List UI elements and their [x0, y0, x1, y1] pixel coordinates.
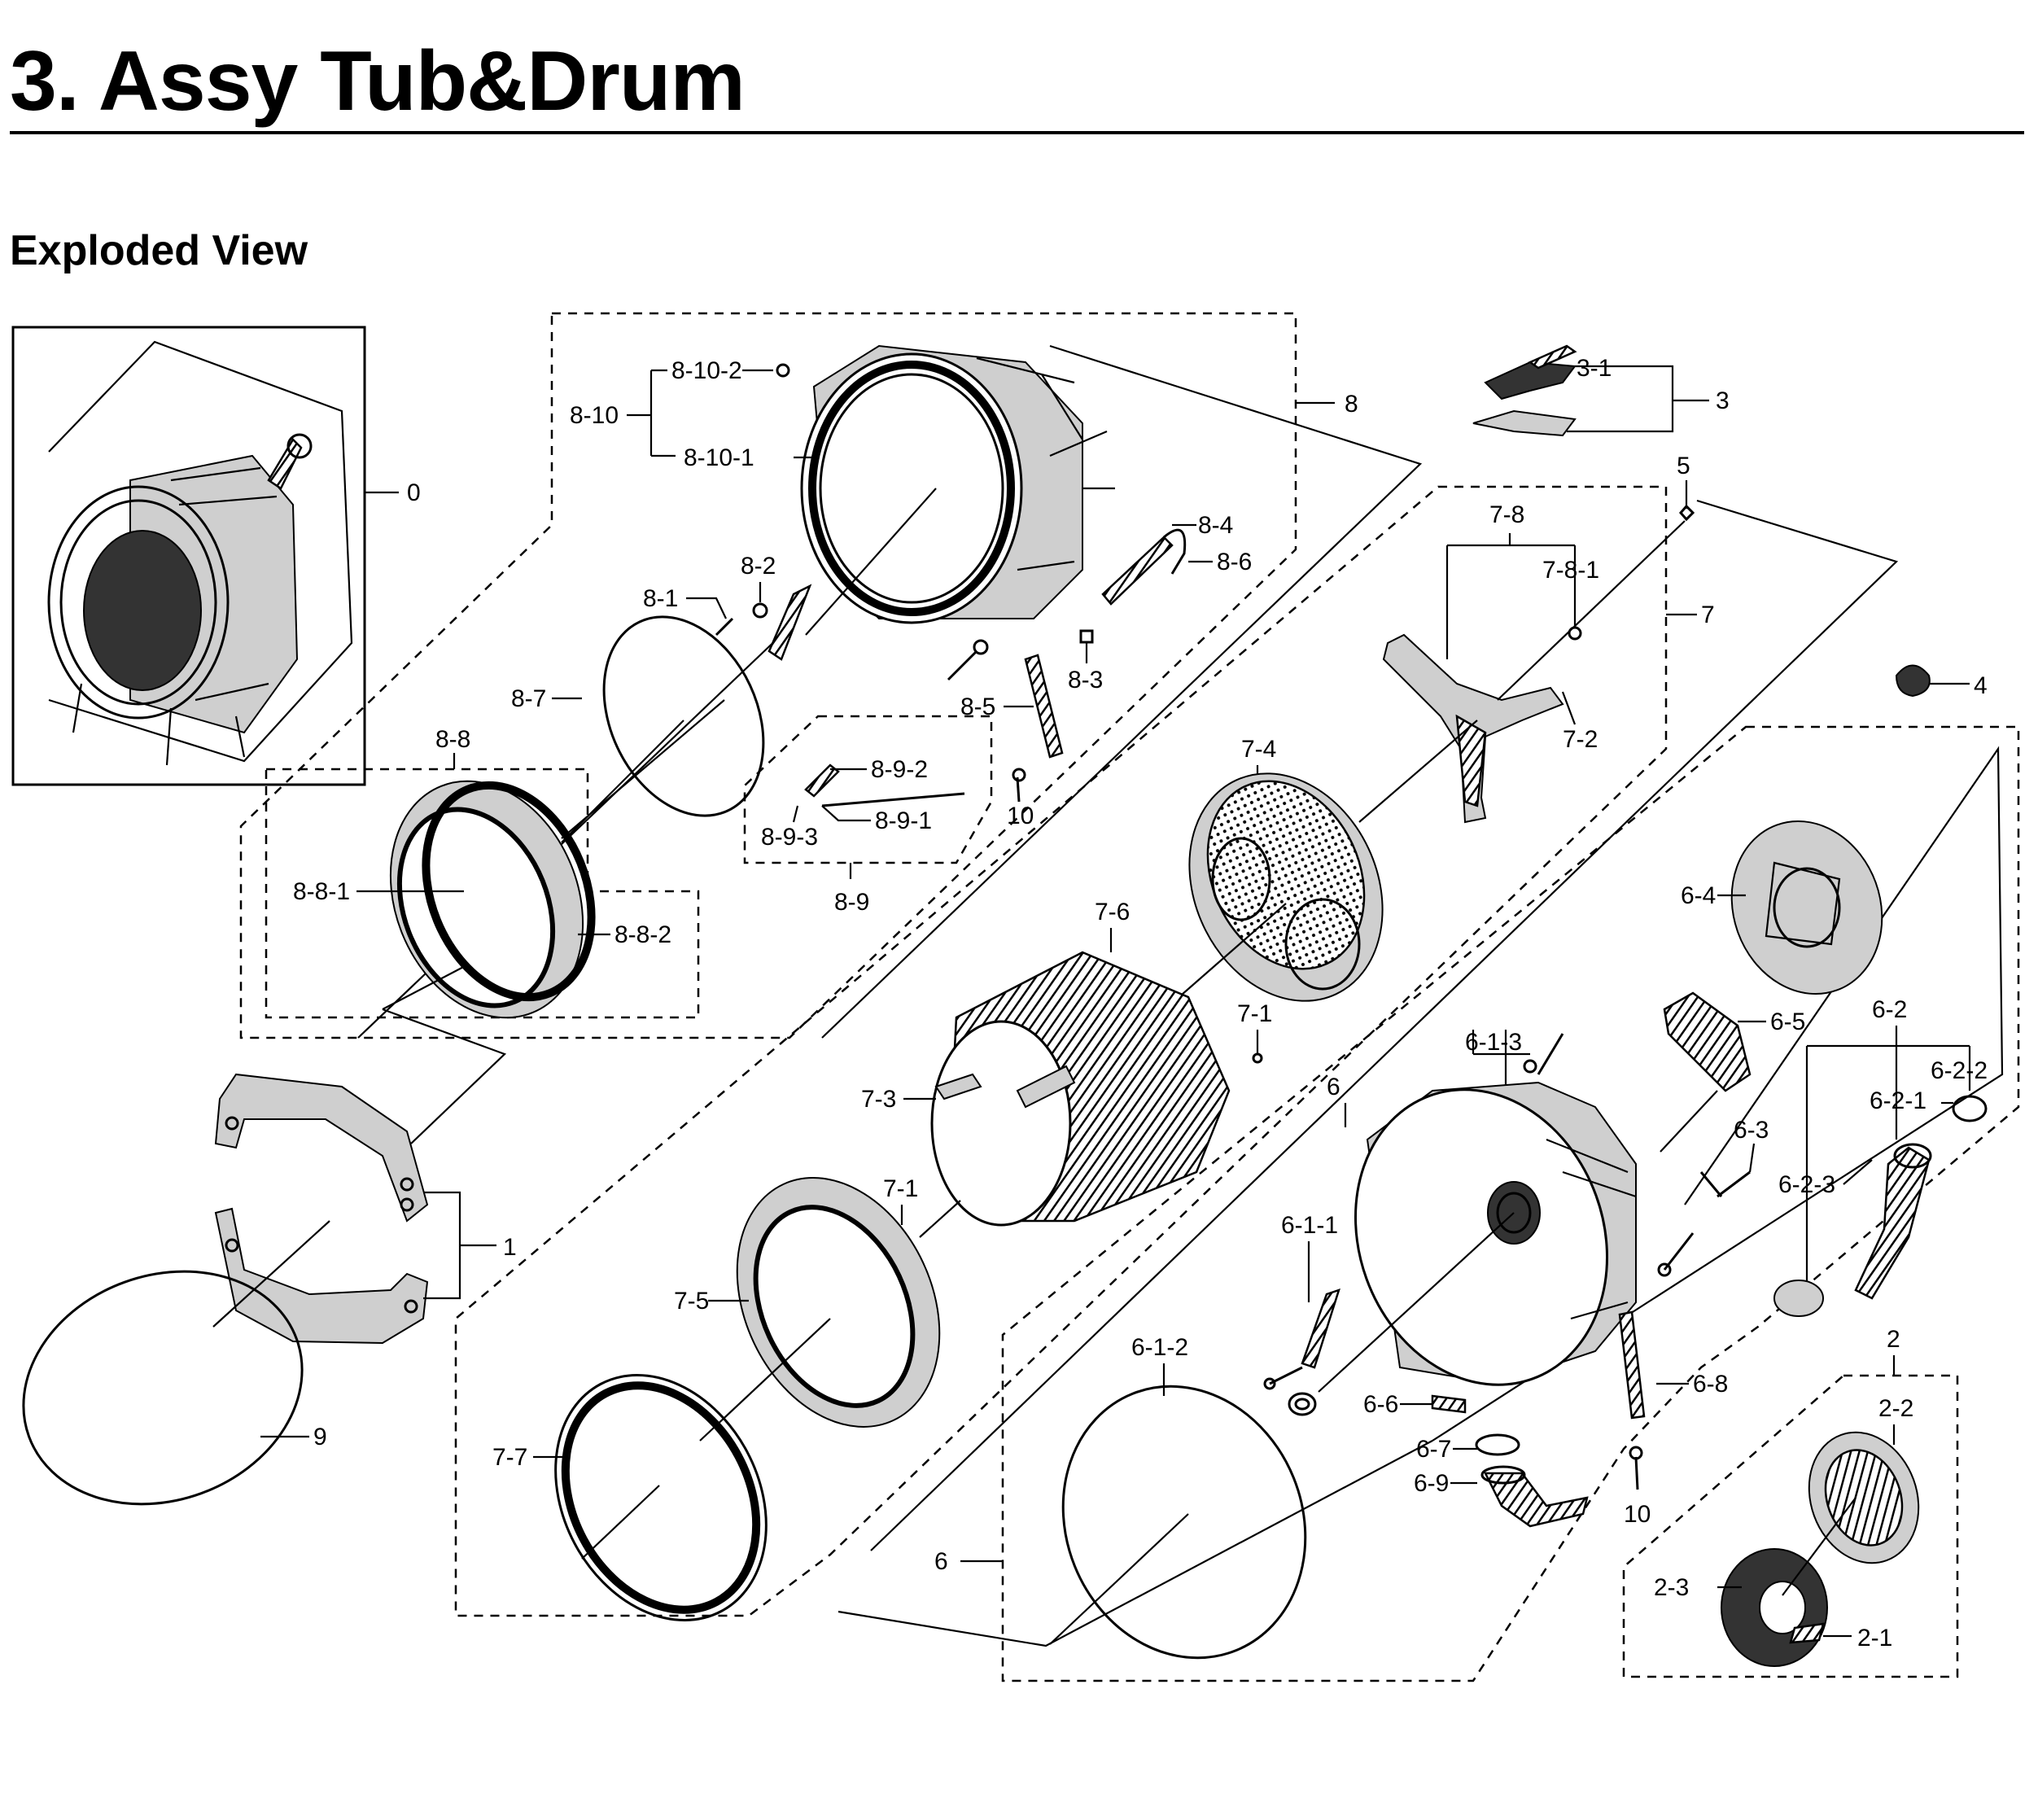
title-rule [10, 131, 2024, 134]
part-label-7-6: 7-6 [1095, 899, 1130, 925]
section-heading: Exploded View [10, 227, 308, 274]
part-label-8-8-2: 8-8-2 [614, 921, 671, 948]
part-label-7-8-1: 7-8-1 [1542, 557, 1599, 584]
part-label-6-2-3: 6-2-3 [1778, 1171, 1835, 1198]
part-label-6-3: 6-3 [1734, 1117, 1769, 1144]
part-label-6-9: 6-9 [1414, 1470, 1449, 1497]
part-label-6: 6 [934, 1548, 948, 1575]
part-label-2-2: 2-2 [1878, 1395, 1913, 1422]
part-label-1: 1 [503, 1234, 517, 1261]
part-4-group: 4 [1895, 664, 1988, 699]
part-label-8-8-1: 8-8-1 [293, 878, 350, 905]
part-label-8-6: 8-6 [1217, 549, 1252, 575]
part-label-3: 3 [1716, 387, 1730, 414]
page-title: 3. Assy Tub&Drum [10, 34, 746, 129]
part-label-8: 8 [1345, 391, 1358, 418]
assembly-6-dashed-boundary [1001, 725, 2020, 1682]
part-5-group: 5 [870, 453, 1899, 1551]
part-label-7-1-upper: 7-1 [1237, 1000, 1272, 1027]
assembly-0-projection [48, 340, 353, 763]
assembly-8-group: 8 8-10 8-10-2 8-10-1 8-1 8-2 8-7 [239, 312, 1423, 1144]
part-label-6-2-1: 6-2-1 [1870, 1087, 1926, 1114]
part-label-8-10-1: 8-10-1 [684, 444, 754, 471]
part-6-4-plate [1730, 820, 1883, 995]
part-label-7-8: 7-8 [1489, 501, 1524, 528]
assembly-7-group: 7 7-8 7-8-1 7-2 7-4 7-6 7-3 7-1 7-1 [454, 485, 1715, 1621]
part-label-8-9-1: 8-9-1 [875, 807, 932, 834]
part-label-8-9: 8-9 [834, 889, 869, 916]
part-8-7-disc [602, 615, 765, 817]
part-label-2: 2 [1887, 1326, 1900, 1353]
part-label-3-1: 3-1 [1577, 355, 1612, 382]
part-label-10-upper: 10 [1007, 803, 1034, 829]
part-label-8-4: 8-4 [1198, 512, 1233, 539]
part-label-7-2: 7-2 [1563, 726, 1598, 753]
part-label-2-1: 2-1 [1857, 1625, 1892, 1652]
part-label-6-1: 6 [1327, 1074, 1340, 1100]
part-label-8-7: 8-7 [511, 685, 546, 712]
part-label-8-10-2: 8-10-2 [671, 357, 742, 384]
part-label-6-2-2: 6-2-2 [1931, 1057, 1988, 1084]
part-6-2-hose [1854, 1146, 1931, 1300]
part-label-10-lower: 10 [1624, 1501, 1651, 1528]
part-label-6-1-3: 6-1-3 [1465, 1029, 1522, 1056]
part-label-6-2: 6-2 [1872, 996, 1907, 1023]
assembly-7-dashed-boundary [454, 485, 1668, 1617]
part-1-lower-bracket [214, 1207, 429, 1345]
part-6-5-mount [1663, 991, 1752, 1092]
assembly-2-group: 2 2-2 2-3 2-1 [1622, 1326, 1959, 1678]
assembly-8-dashed-boundary [239, 312, 1297, 1039]
part-label-6-1-1: 6-1-1 [1281, 1212, 1338, 1239]
assembly-8-9-dashed-boundary [743, 715, 993, 864]
part-label-8-2: 8-2 [741, 553, 776, 580]
part-label-8-8: 8-8 [435, 726, 470, 753]
assembly-0-group: 0 [11, 326, 421, 786]
part-label-6-7: 6-7 [1416, 1436, 1451, 1463]
part-label-7-5: 7-5 [674, 1288, 709, 1315]
part-1-upper-bracket [214, 1073, 429, 1223]
part-label-0: 0 [407, 479, 421, 506]
part-label-7-4: 7-4 [1241, 736, 1276, 763]
part-label-7-3: 7-3 [861, 1086, 896, 1113]
part-label-6-5: 6-5 [1770, 1008, 1805, 1035]
part-6-1-2-ring [1061, 1385, 1307, 1660]
part-label-4: 4 [1974, 672, 1988, 699]
part-label-5: 5 [1677, 453, 1690, 479]
part-label-6-6: 6-6 [1363, 1391, 1398, 1418]
part-label-6-4: 6-4 [1681, 882, 1716, 909]
part-label-7-7: 7-7 [492, 1444, 527, 1471]
part-label-8-1: 8-1 [643, 585, 678, 612]
part-label-9: 9 [313, 1424, 327, 1450]
part-label-8-10: 8-10 [570, 402, 619, 429]
assembly-0-drawing [47, 433, 313, 766]
assembly-6-group: 6-4 6-5 6-2 6-2-2 6-2-1 6-2-3 6-3 6-1-3 … [838, 725, 2020, 1682]
part-7-7-ring [561, 1381, 761, 1614]
assembly-0-frame [11, 326, 366, 786]
part-9-group: 9 [22, 1270, 327, 1506]
part-9-ring [22, 1270, 304, 1506]
front-tub-drawing [800, 344, 1115, 636]
part-label-6-1-2: 6-1-2 [1131, 1334, 1188, 1361]
part-label-8-3: 8-3 [1068, 667, 1103, 693]
part-label-2-3: 2-3 [1654, 1574, 1689, 1601]
part-label-7: 7 [1701, 602, 1715, 628]
part-3-group: 3-1 3 [1472, 344, 1730, 437]
part-6-9-elbow [1483, 1472, 1589, 1528]
part-label-8-9-2: 8-9-2 [871, 756, 928, 783]
part-label-6-8: 6-8 [1693, 1371, 1728, 1398]
assembly-8-8-dashed-boundary [265, 768, 700, 1019]
part-label-7-1-lower: 7-1 [883, 1175, 918, 1202]
part-1-group: 1 [212, 1073, 517, 1345]
part-label-8-9-3: 8-9-3 [761, 824, 818, 851]
